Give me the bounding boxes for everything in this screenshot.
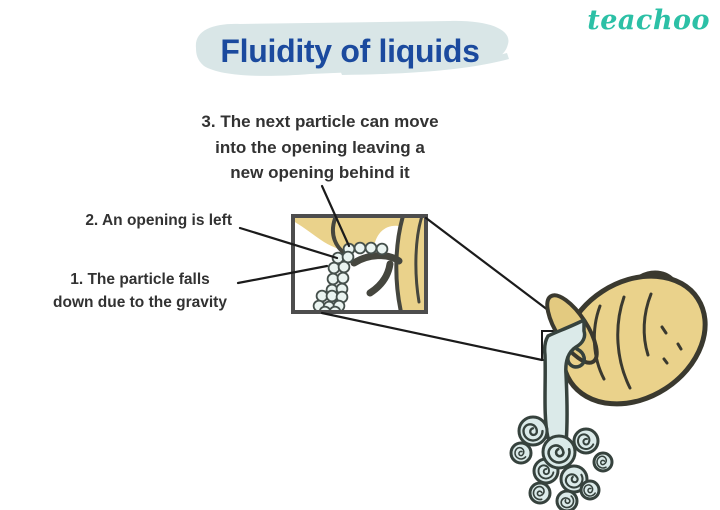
jug-contour-closeup-2 bbox=[414, 218, 424, 304]
jug-contour-closeup-1 bbox=[394, 218, 405, 310]
annotation-line: down due to the gravity bbox=[53, 294, 227, 311]
magnifier-line-bottom bbox=[320, 311, 544, 362]
jug-body-contours bbox=[592, 292, 683, 390]
jug-detail-tick-1 bbox=[660, 325, 668, 335]
connector-line-note1 bbox=[236, 264, 329, 285]
annotation-line: 3. The next particle can move bbox=[201, 112, 439, 131]
jug bbox=[509, 270, 708, 510]
annotation-line: new opening behind it bbox=[230, 163, 410, 182]
jug-contour-2 bbox=[616, 295, 632, 390]
particle bbox=[364, 241, 378, 255]
annotation-line: into the opening leaving a bbox=[215, 137, 425, 157]
lip-shadow-leg bbox=[366, 260, 394, 297]
particle bbox=[337, 260, 351, 274]
annotation-opening-left: 2. An opening is left bbox=[85, 212, 232, 229]
swirl bbox=[564, 473, 584, 489]
title-highlight-tail bbox=[340, 53, 509, 75]
annotation-line: 1. The particle falls bbox=[70, 271, 210, 288]
swirl bbox=[583, 484, 596, 497]
liquid-lip-curl bbox=[566, 347, 586, 369]
swirl bbox=[522, 423, 544, 442]
splash-blob bbox=[509, 441, 533, 465]
swirl bbox=[532, 485, 545, 501]
zoom-box bbox=[291, 214, 428, 314]
particle bbox=[375, 242, 389, 256]
title-highlight-swoosh bbox=[195, 20, 509, 76]
particle bbox=[319, 305, 331, 310]
swirl bbox=[514, 446, 527, 460]
swirl bbox=[537, 464, 555, 480]
liquid-particles bbox=[312, 241, 389, 310]
particle bbox=[336, 271, 350, 285]
annotation-next-particle: 3. The next particle can move into the o… bbox=[185, 109, 455, 186]
zoom-box-interior bbox=[295, 218, 424, 310]
connector-line-note3 bbox=[320, 184, 351, 248]
jug-contour-3 bbox=[642, 292, 653, 357]
page-title: Fluidity of liquids bbox=[220, 33, 480, 69]
connector-line-note2 bbox=[238, 226, 339, 260]
jug-detail-tick-3 bbox=[662, 357, 669, 365]
spout-closeup-wall bbox=[295, 218, 424, 310]
particle bbox=[353, 241, 367, 255]
swirl bbox=[596, 455, 608, 469]
annotation-particle-falls: 1. The particle falls down due to the gr… bbox=[45, 268, 235, 314]
particle bbox=[329, 305, 341, 310]
swirl bbox=[547, 444, 571, 464]
swirl bbox=[577, 433, 595, 450]
teachoo-logo: teachoo bbox=[587, 5, 710, 36]
jug-detail-tick-2 bbox=[676, 342, 683, 351]
splash-swirls bbox=[514, 423, 608, 509]
swirl bbox=[560, 495, 575, 509]
jug-contour-1 bbox=[592, 304, 606, 381]
